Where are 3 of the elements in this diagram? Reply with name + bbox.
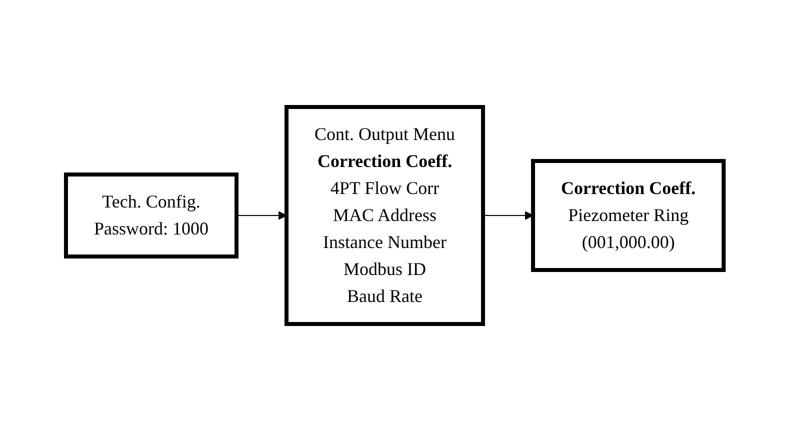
node-box: Tech. Config. Password: 1000 — [64, 172, 239, 258]
node-box: Cont. Output Menu Correction Coeff. 4PT Flow Corr MAC Address Instance Number Modbus ID Baud Rate — [284, 104, 486, 326]
node-box: Correction Coeff. Piezometer Ring (001,000.00) — [531, 158, 726, 272]
